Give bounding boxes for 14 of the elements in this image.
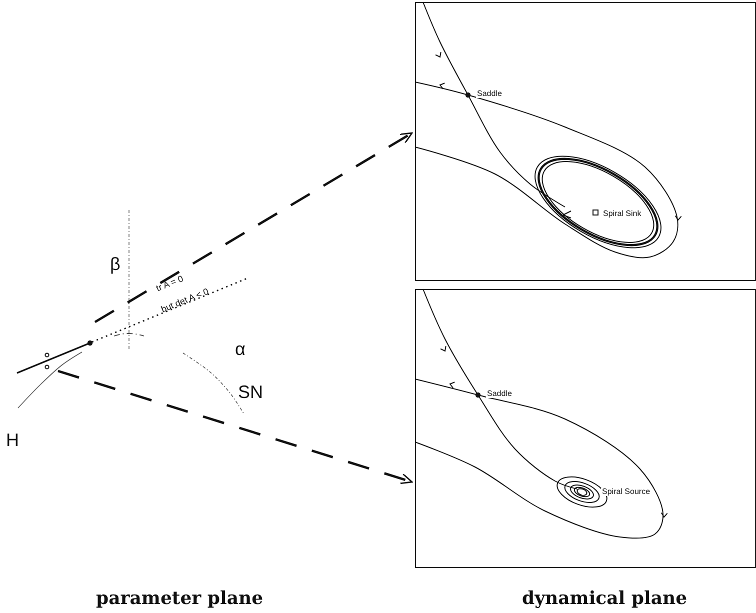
parameter-symbol: α: [235, 340, 246, 358]
equilibrium-label: Spiral Sink: [602, 210, 642, 218]
saddle-label: Saddle: [486, 390, 513, 398]
arrow: [94, 132, 413, 324]
caption: parameter plane: [96, 590, 264, 608]
saddle-label: Saddle: [476, 90, 503, 98]
phase-portrait-panel: [415, 2, 756, 281]
curve-label: SN: [238, 383, 264, 401]
curve-label: H: [6, 431, 19, 449]
phase-portrait-panel: [415, 289, 756, 568]
equilibrium-label: Spiral Source: [601, 488, 652, 496]
arrow: [58, 370, 413, 484]
parameter-symbol: β: [110, 255, 120, 273]
caption: dynamical plane: [522, 590, 688, 608]
